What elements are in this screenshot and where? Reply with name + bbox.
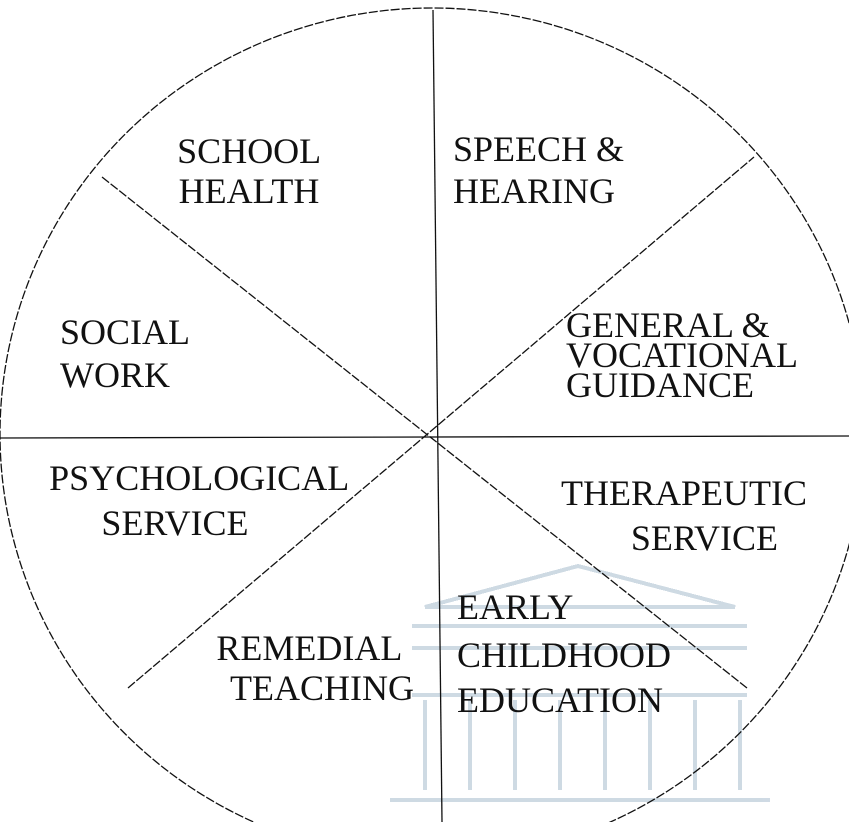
label-speech-hearing: SPEECH & HEARING	[453, 129, 633, 211]
label-early-childhood-education: EARLY CHILDHOOD EDUCATION	[457, 587, 680, 720]
divider-vertical	[432, 9, 443, 823]
label-school-health-line-2: HEALTH	[179, 171, 320, 211]
label-social-work-line-2: WORK	[60, 355, 170, 395]
label-remedial-line-2: TEACHING	[230, 668, 414, 708]
label-guidance-line-3: GUIDANCE	[566, 365, 754, 405]
label-psychological-line-2: SERVICE	[101, 503, 248, 543]
label-early-childhood-line-3: EDUCATION	[457, 680, 663, 720]
label-therapeutic-service: THERAPEUTIC SERVICE	[561, 473, 816, 558]
divider-diagonal-falling	[101, 176, 748, 689]
divider-diagonal-rising	[127, 156, 755, 689]
label-speech-hearing-line-1: SPEECH &	[453, 129, 624, 169]
label-psychological-service: PSYCHOLOGICAL SERVICE	[49, 458, 357, 543]
label-school-health-line-1: SCHOOL	[177, 131, 320, 171]
label-remedial-teaching: REMEDIAL TEACHING	[216, 628, 414, 708]
wheel-dividers	[0, 9, 849, 823]
label-early-childhood-line-2: CHILDHOOD	[457, 635, 671, 675]
label-speech-hearing-line-2: HEARING	[453, 171, 615, 211]
label-guidance-line-2: VOCATIONAL	[566, 335, 797, 375]
label-guidance-line-1: GENERAL &	[566, 305, 770, 345]
watermark-building-icon	[390, 563, 770, 802]
label-school-health: SCHOOL HEALTH	[177, 131, 329, 211]
label-psychological-line-1: PSYCHOLOGICAL	[49, 458, 348, 498]
label-therapeutic-line-2: SERVICE	[631, 518, 778, 558]
label-early-childhood-line-1: EARLY	[457, 587, 573, 627]
wheel-outline	[0, 7, 849, 827]
label-general-vocational-guidance: GENERAL & VOCATIONAL GUIDANCE	[566, 305, 806, 405]
label-therapeutic-line-1: THERAPEUTIC	[561, 473, 807, 513]
label-social-work-line-1: SOCIAL	[60, 312, 189, 352]
label-remedial-line-1: REMEDIAL	[216, 628, 401, 668]
label-social-work: SOCIAL WORK	[60, 312, 198, 395]
